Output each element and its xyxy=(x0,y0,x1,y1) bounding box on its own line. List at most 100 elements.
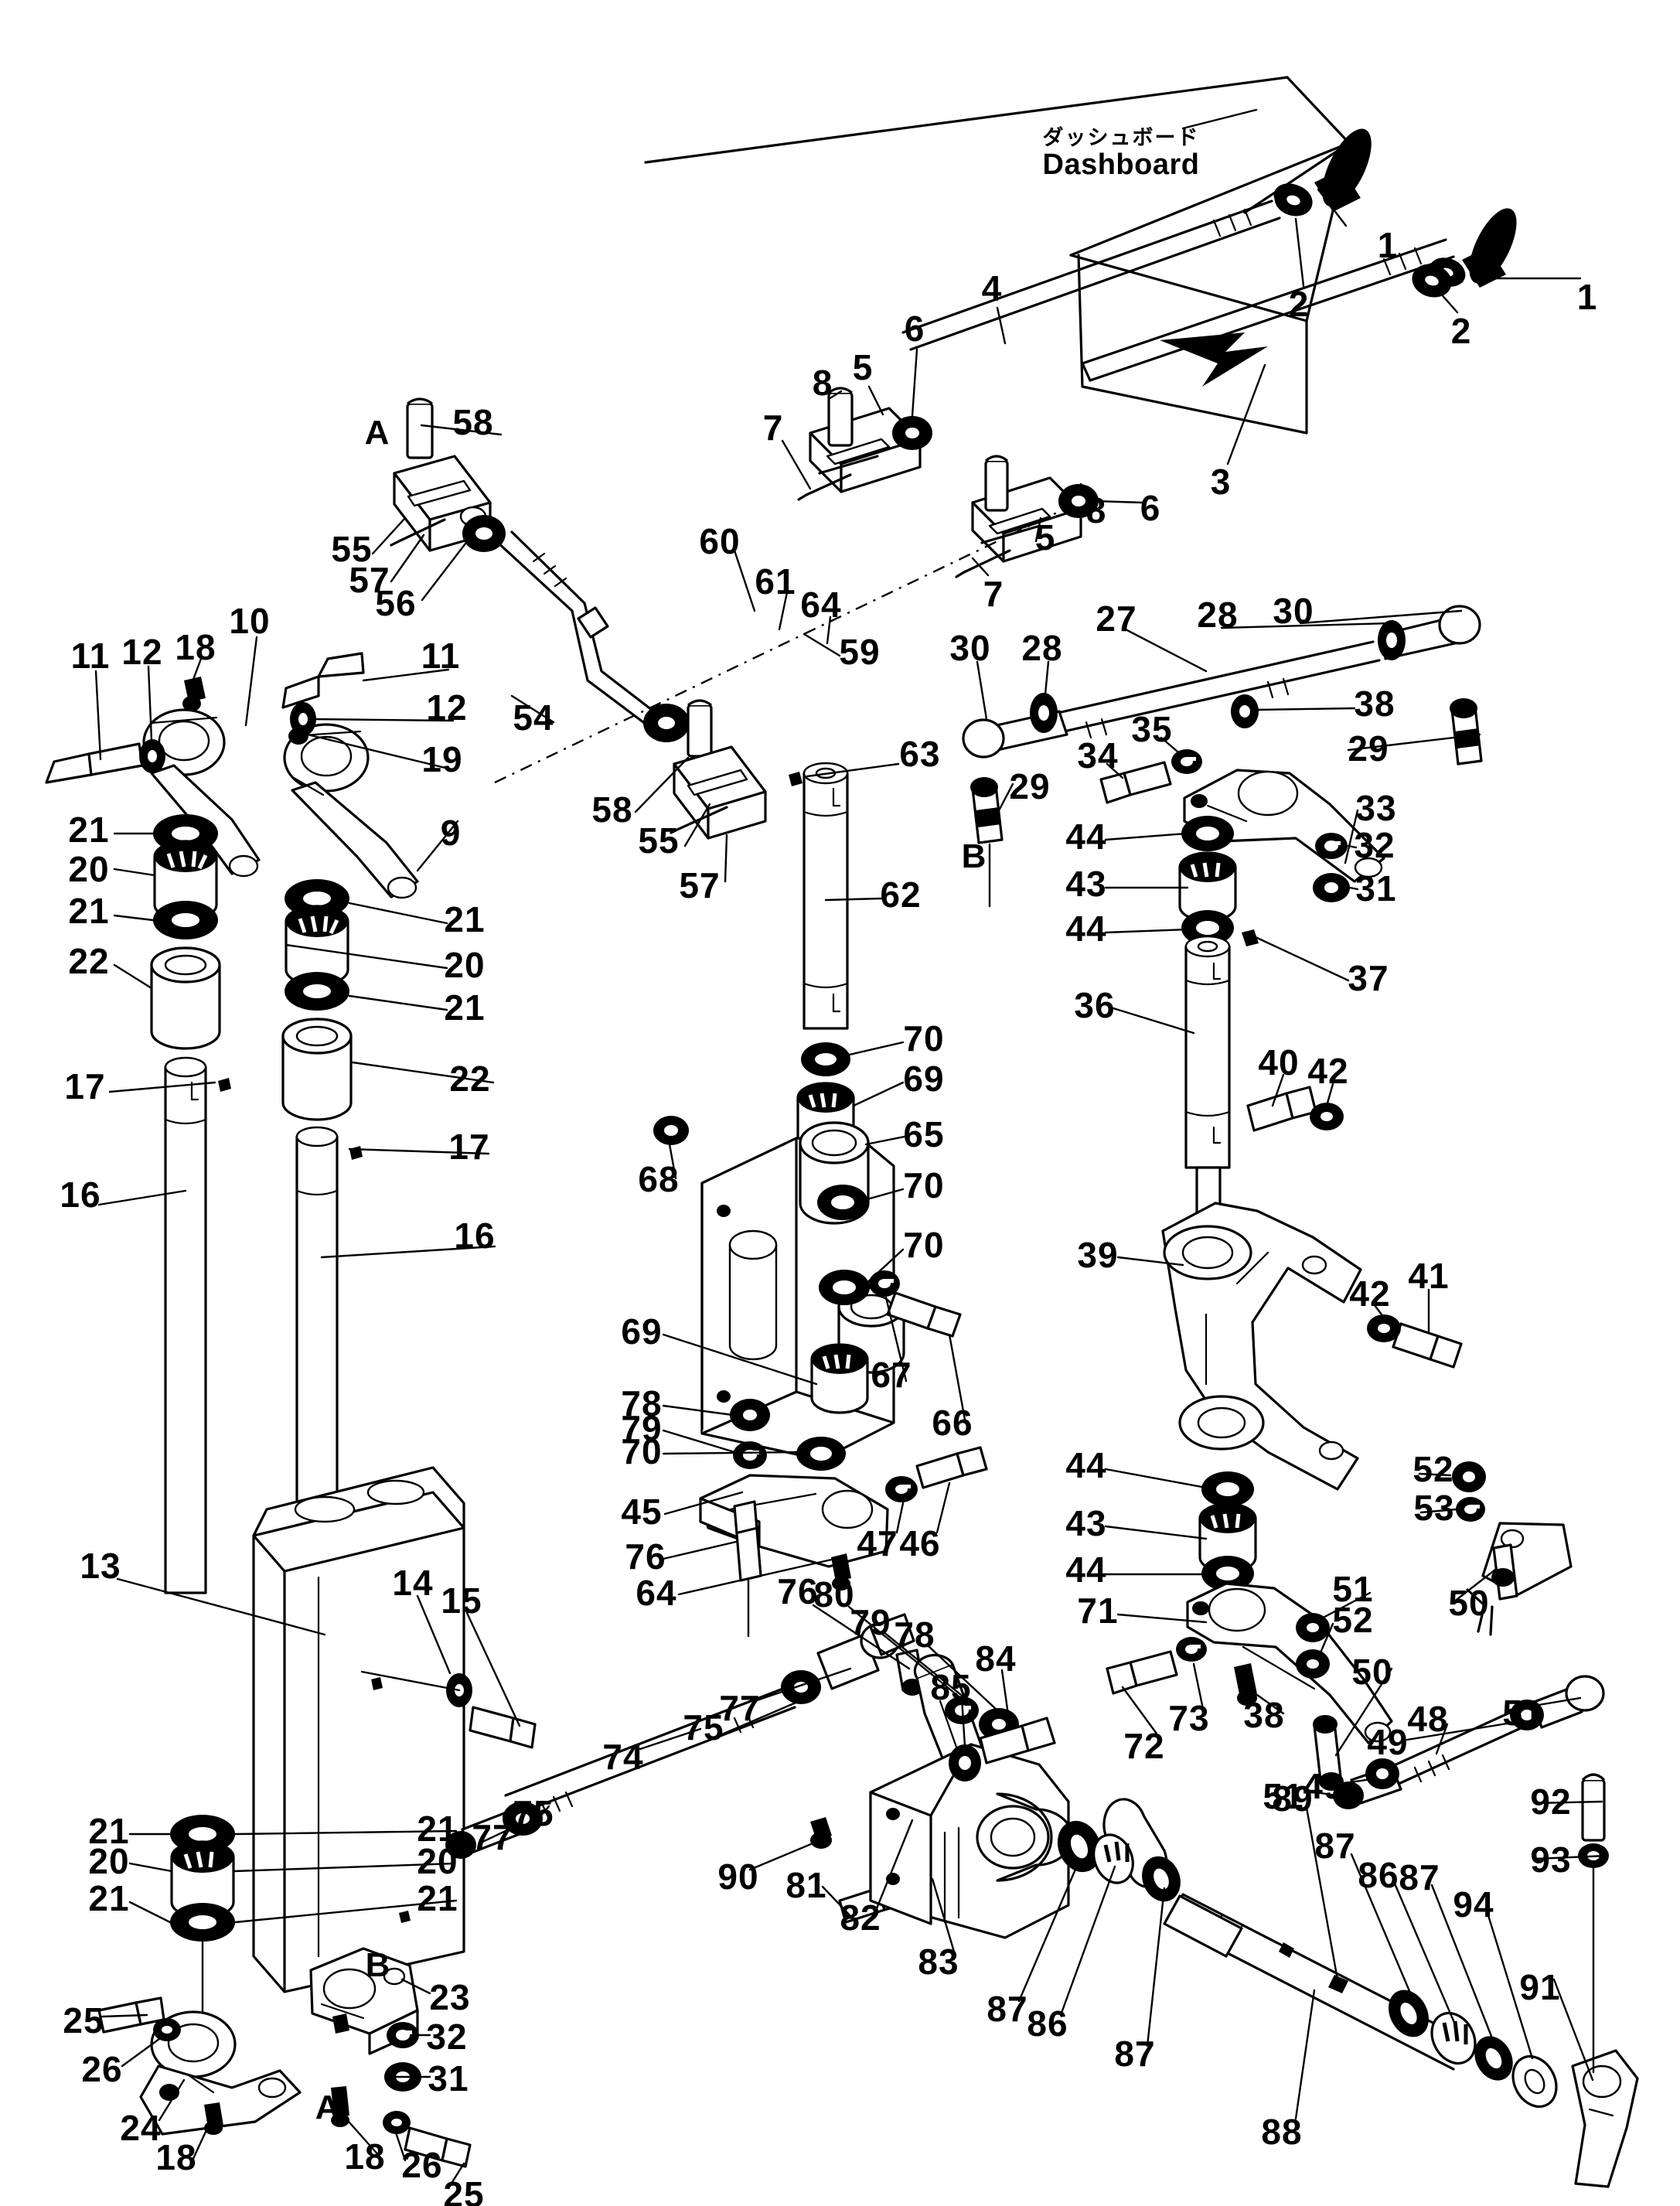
bolt-11-right xyxy=(281,652,365,709)
washer-44-top xyxy=(1181,816,1234,851)
bushing-43-lower xyxy=(1198,1502,1257,1574)
part-callout-81: 81 xyxy=(785,1865,827,1905)
part-callout-52: 52 xyxy=(1332,1600,1374,1640)
clamp-block-5-lower xyxy=(971,476,1082,563)
part-callout-5: 5 xyxy=(852,347,874,387)
grease-fitting-18-A xyxy=(204,2102,223,2135)
part-callout-69: 69 xyxy=(621,1311,663,1352)
part-callout-6: 6 xyxy=(904,309,925,349)
part-callout-28: 28 xyxy=(1021,628,1063,668)
dashboard-label-jp: ダッシュボード xyxy=(1042,125,1200,150)
bolt-25-left xyxy=(97,1996,165,2034)
grease-fitting-38-lower xyxy=(1234,1663,1257,1706)
shaft-16-b xyxy=(295,1126,339,1594)
dashboard-panel xyxy=(644,76,1351,435)
part-callout-10: 10 xyxy=(229,601,271,641)
part-callout-12: 12 xyxy=(121,632,163,672)
nut-28-right xyxy=(1378,620,1406,660)
bushing-86-b xyxy=(1430,2011,1477,2065)
right-shaft-stack xyxy=(1178,816,1259,1321)
bolt-11-left xyxy=(45,742,144,784)
part-callout-42: 42 xyxy=(1307,1051,1349,1091)
part-callout-29: 29 xyxy=(1009,766,1051,806)
washer-21-d xyxy=(285,972,349,1011)
part-callout-66: 66 xyxy=(932,1403,973,1443)
part-callout-12: 12 xyxy=(426,687,468,728)
part-callout-44: 44 xyxy=(1065,1445,1107,1485)
turnbuckle-50-lower xyxy=(1313,1715,1344,1791)
spacer-22-b xyxy=(281,1018,353,1121)
bolt-84 xyxy=(979,1717,1056,1764)
washer-70-c xyxy=(819,1270,870,1305)
part-callout-85: 85 xyxy=(930,1667,972,1707)
washer-32-B xyxy=(387,2022,419,2048)
part-callout-33: 33 xyxy=(1355,788,1397,828)
shaft-column-left2 xyxy=(281,879,363,1594)
part-callout-86: 86 xyxy=(1358,1855,1399,1895)
grease-fitting-90 xyxy=(810,1817,832,1849)
washer-21-b xyxy=(153,901,218,939)
part-callout-86: 86 xyxy=(1027,2003,1068,2044)
part-callout-55: 55 xyxy=(331,529,373,569)
part-callout-92: 92 xyxy=(1530,1782,1572,1822)
bolt-92 xyxy=(1581,1773,1606,1842)
arm-71 xyxy=(1186,1582,1393,1744)
part-callout-91: 91 xyxy=(1519,1967,1561,2007)
part-callout-72: 72 xyxy=(1123,1726,1165,1766)
part-callout-89: 89 xyxy=(1272,1778,1314,1819)
bolt-66 xyxy=(886,1291,962,1338)
bolt-72 xyxy=(1106,1650,1178,1695)
part-callout-21: 21 xyxy=(417,1809,458,1849)
part-callout-38: 38 xyxy=(1354,684,1395,724)
part-callout-17: 17 xyxy=(64,1066,106,1106)
part-callout-64: 64 xyxy=(800,585,842,625)
part-callout-29: 29 xyxy=(1348,728,1389,769)
part-callout-50: 50 xyxy=(1448,1583,1490,1623)
washer-44-lower1 xyxy=(1201,1471,1254,1507)
part-callout-84: 84 xyxy=(975,1638,1017,1679)
part-callout-26: 26 xyxy=(81,2049,123,2089)
grease-fitting-18-left xyxy=(182,677,206,711)
part-callout-37: 37 xyxy=(1348,958,1389,998)
shaft-16 xyxy=(164,1056,207,1594)
part-callout-59: 59 xyxy=(839,632,881,672)
grease-fitting-19 xyxy=(288,728,308,745)
seal-87-b xyxy=(1142,1856,1181,1902)
part-callout-11: 11 xyxy=(70,636,111,676)
nut-49-left xyxy=(1365,1758,1399,1789)
lever-9 xyxy=(283,723,419,899)
part-callout-62: 62 xyxy=(880,875,922,915)
part-callout-90: 90 xyxy=(717,1857,759,1897)
pin-17-right xyxy=(349,1146,363,1160)
nut-31-right xyxy=(1313,873,1350,902)
part-callout-68: 68 xyxy=(638,1159,680,1199)
bushing-43-top xyxy=(1178,851,1237,922)
bottom-left-column xyxy=(97,1815,302,2136)
part-callout-75: 75 xyxy=(683,1707,724,1747)
arm-A xyxy=(139,2010,302,2136)
part-callout-4: 4 xyxy=(981,268,1003,309)
part-callout-3: 3 xyxy=(1210,462,1232,502)
part-callout-1: 1 xyxy=(1377,225,1399,265)
washer-21-f xyxy=(170,1903,235,1942)
part-callout-17: 17 xyxy=(448,1127,490,1167)
part-callout-51: 51 xyxy=(1502,1693,1544,1733)
part-callout-13: 13 xyxy=(80,1546,121,1586)
pin-89 xyxy=(1328,1975,1348,1993)
part-callout-7: 7 xyxy=(762,407,784,448)
part-callout-69: 69 xyxy=(903,1059,945,1099)
washer-47 xyxy=(885,1476,918,1502)
bushing-20-b xyxy=(285,905,349,987)
part-callout-60: 60 xyxy=(699,521,741,561)
leader-lines xyxy=(94,108,1608,2190)
part-callout-56: 56 xyxy=(375,583,417,623)
control-rod-4 xyxy=(901,199,1281,351)
washer-67 xyxy=(869,1270,900,1297)
bushing-20-c xyxy=(170,1840,235,1919)
part-callout-32: 32 xyxy=(1354,825,1395,865)
part-callout-44: 44 xyxy=(1065,817,1107,857)
part-callout-78: 78 xyxy=(621,1383,663,1424)
part-callout-1: 1 xyxy=(1576,277,1598,317)
section-mark-b: B xyxy=(961,837,987,875)
part-callout-24: 24 xyxy=(120,2108,162,2148)
